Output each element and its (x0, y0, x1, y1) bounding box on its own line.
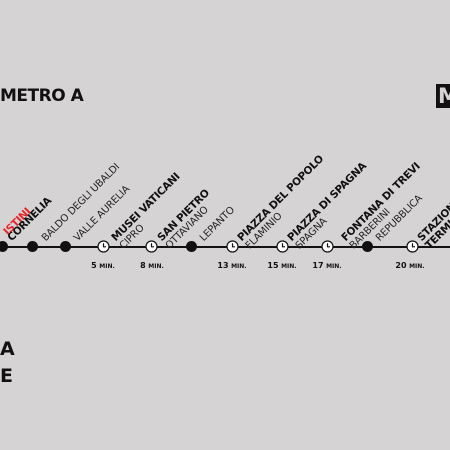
station-stop-repubblica[interactable] (361, 241, 373, 252)
station-stop-istini[interactable] (0, 241, 8, 252)
clock-icon[interactable] (405, 240, 419, 253)
clock-icon[interactable] (96, 240, 110, 253)
travel-time: 8 MIN. (140, 261, 164, 270)
travel-time: 15 MIN. (267, 261, 297, 270)
clock-icon[interactable] (144, 240, 158, 253)
station-stop-cornelia[interactable] (26, 241, 38, 252)
travel-time: 5 MIN. (91, 261, 115, 270)
clock-icon[interactable] (320, 240, 334, 253)
travel-time: 20 MIN. (395, 261, 425, 270)
clock-icon[interactable] (225, 240, 239, 253)
station-stop-valle-aurelia[interactable] (59, 241, 71, 252)
metro-logo: M (436, 84, 450, 108)
footer-line-2: E (0, 365, 13, 387)
metro-line (0, 246, 450, 248)
travel-time: 17 MIN. (312, 261, 342, 270)
station-label-stazione-termini: STAZIONE TERMI (415, 195, 450, 252)
line-title: METRO A (0, 86, 84, 106)
footer-line-1: A (0, 338, 15, 360)
clock-icon[interactable] (275, 240, 289, 253)
travel-time: 13 MIN. (217, 261, 247, 270)
station-stop-lepanto[interactable] (185, 241, 197, 252)
